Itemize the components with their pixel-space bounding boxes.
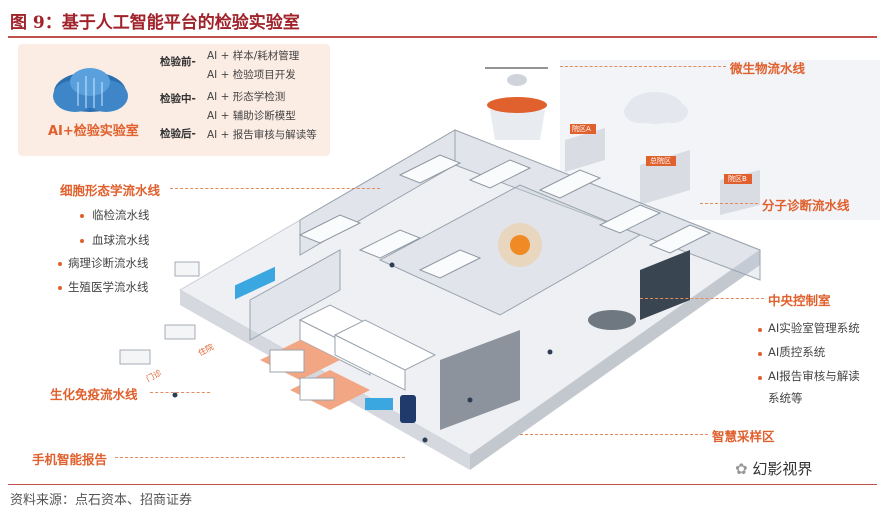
leader-cell-line — [170, 188, 380, 189]
ai-lab-panel — [18, 44, 330, 156]
blue-screen-mobile — [365, 398, 393, 410]
bullet-dot — [758, 328, 762, 332]
sub-clinical: 临检流水线 — [92, 208, 150, 222]
sub-report-review: AI报告审核与解读 — [768, 369, 860, 383]
label-mobile-report: 手机智能报告 — [32, 452, 108, 467]
people-figures — [172, 262, 553, 443]
zone-a-label: 院区A — [572, 124, 591, 133]
leader-mobile — [115, 457, 405, 458]
delivery-vehicles — [269, 349, 335, 401]
label-molecular: 分子诊断流水线 — [762, 198, 850, 213]
zone-b-label: 总院区 — [650, 156, 671, 165]
step-pre: 检验前- — [160, 56, 196, 68]
entrance-label: 住院 — [196, 341, 215, 357]
leader-microbio — [560, 66, 726, 67]
helipad-tower — [485, 67, 548, 140]
title-rule — [8, 36, 877, 38]
bullet-dot — [80, 214, 84, 218]
bullet-dot — [758, 376, 762, 380]
floor-edge-right — [470, 250, 760, 470]
bullet-dot — [58, 262, 62, 266]
cloud-network-icon — [624, 92, 688, 124]
sub-system: 系统等 — [768, 391, 803, 405]
bullet-dot — [80, 239, 84, 243]
bullet-dot — [58, 286, 62, 290]
ai-item-post-1: AI + 报告审核与解读等 — [207, 129, 317, 141]
label-microbio: 微生物流水线 — [730, 61, 806, 76]
leader-biochem — [150, 392, 210, 393]
figure-title: 图 9：基于人工智能平台的检验实验室 — [10, 13, 300, 33]
ai-item-pre-1: AI + 样本/耗材管理 — [207, 50, 300, 62]
label-sampling: 智慧采样区 — [712, 429, 775, 444]
step-during: 检验中- — [160, 93, 196, 105]
lab-benches — [298, 154, 712, 279]
ai-item-pre-2: AI + 检验项目开发 — [207, 69, 296, 81]
server-racks — [640, 250, 690, 320]
wechat-icon: ✿ — [735, 460, 748, 478]
watermark: ✿ 幻影视界 — [735, 458, 812, 479]
label-biochem: 生化免疫流水线 — [50, 387, 138, 402]
leader-control — [640, 298, 764, 299]
sub-qc: AI质控系统 — [768, 345, 826, 359]
ai-item-during-2: AI + 辅助诊断模型 — [207, 110, 296, 122]
sub-blood: 血球流水线 — [92, 233, 150, 247]
sub-lab-mgmt: AI实验室管理系统 — [768, 321, 860, 335]
blue-screen-left — [235, 266, 275, 300]
watermark-text: 幻影视界 — [752, 460, 813, 478]
label-cell-line: 细胞形态学流水线 — [60, 183, 161, 198]
phone-icon — [400, 395, 416, 423]
door-label: 门诊 — [144, 367, 163, 383]
ai-item-during-1: AI + 形态学检测 — [207, 91, 286, 103]
label-control-room: 中央控制室 — [768, 293, 831, 308]
sub-reproductive: 生殖医学流水线 — [68, 280, 149, 294]
step-post: 检验后- — [160, 128, 196, 140]
control-room-table — [588, 310, 636, 330]
analyzer-units — [298, 304, 437, 391]
ai-cloud-icon — [53, 68, 128, 112]
sampling-booth — [440, 330, 520, 430]
bottom-rule — [8, 484, 877, 485]
ai-hub-core — [510, 235, 530, 255]
source-note: 资料来源：点石资本、招商证券 — [10, 493, 193, 508]
sub-pathology: 病理诊断流水线 — [68, 256, 149, 270]
cloud-label: AI+检验实验室 — [48, 124, 139, 139]
zone-c-label: 院区B — [728, 174, 747, 183]
leader-sampling — [520, 434, 708, 435]
leader-molecular — [700, 203, 758, 204]
entrance-kiosks — [119, 261, 200, 365]
bullet-dot — [758, 352, 762, 356]
